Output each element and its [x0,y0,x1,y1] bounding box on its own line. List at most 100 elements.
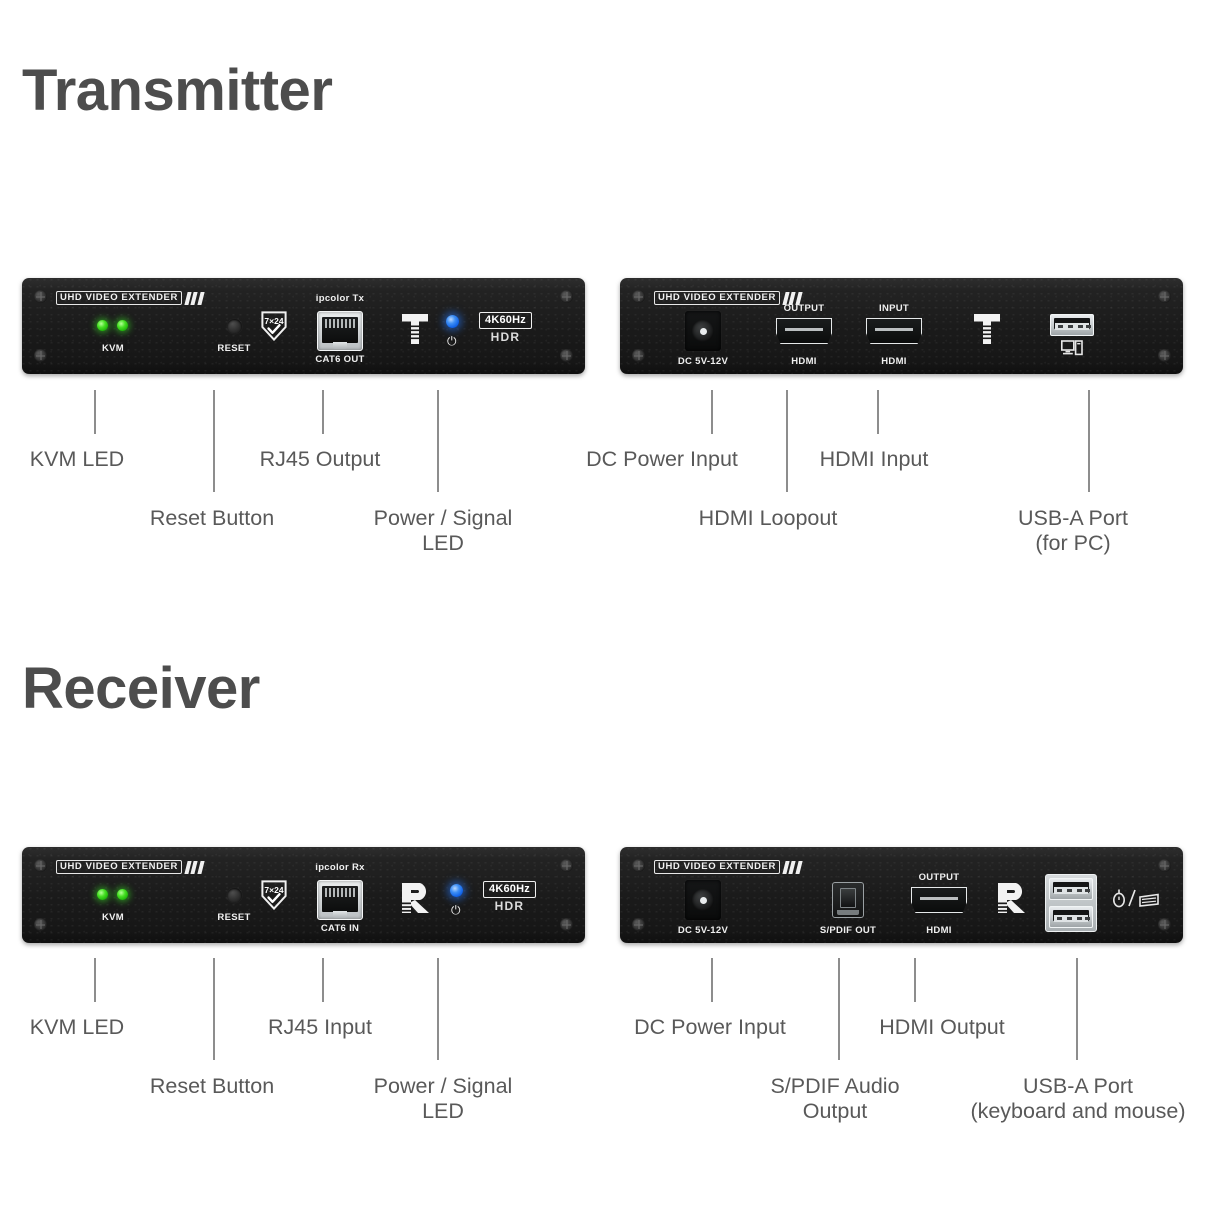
callout-reset-button: Reset Button [150,1074,274,1099]
dc-power-label: DC 5V-12V [677,356,729,367]
rj45-port[interactable] [317,311,363,351]
screw-icon [1158,918,1171,931]
resolution-badge-hdr: HDR [494,898,525,913]
callout-reset-button: Reset Button [150,506,274,531]
callout-text-line2: LED [422,531,464,556]
seven-by-twentyfour-shield-icon: 7×24 [261,311,287,342]
hdmi-output-top-label: OUTPUT [783,303,825,314]
callout-power-signal-led: Power / Signal LED [374,1074,513,1125]
brand-logo: UHD VIDEO EXTENDER [56,860,205,874]
screw-icon [34,859,47,872]
brand-bars-icon [184,291,205,305]
kvm-led-1 [97,320,108,331]
usb-a-port-upper[interactable] [1049,878,1093,900]
rj45-bottom-label: CAT6 IN [320,923,360,934]
callout-text: HDMI Loopout [698,506,838,530]
callout-power-signal-led: Power / Signal LED [374,506,513,557]
transmitter-t-logo-icon [402,314,428,349]
callout-hdmi-input: HDMI Input [820,447,929,472]
rj45-top-label: ipcolor Rx [315,862,365,873]
brand-logo: UHD VIDEO EXTENDER [654,291,803,305]
brand-logo: UHD VIDEO EXTENDER [56,291,205,305]
rj45-top-label: ipcolor Tx [315,293,365,304]
receiver-rear-panel: UHD VIDEO EXTENDER DC 5V-12V S/PDIF OUT … [620,847,1183,943]
leader-line [711,958,713,1002]
screw-icon [1158,349,1171,362]
dc-power-jack[interactable] [685,311,721,351]
callout-hdmi-loopout: HDMI Loopout [699,506,838,531]
leader-line [94,958,96,1002]
power-signal-led [446,315,459,328]
transmitter-front-panel: UHD VIDEO EXTENDER KVM RESET 7×24 ipcolo… [22,278,585,374]
dc-power-jack[interactable] [685,880,721,920]
seven-by-twentyfour-shield-icon: 7×24 [261,880,287,911]
leader-line [838,958,840,1060]
receiver-r-logo-icon [998,883,1026,918]
brand-name: UHD VIDEO EXTENDER [654,860,780,874]
hdmi-input-port[interactable] [866,318,922,344]
callout-text-line2: Output [802,1099,868,1124]
screw-icon [34,918,47,931]
callout-rj45-input: RJ45 Input [268,1015,372,1040]
usb-a-port-lower[interactable] [1049,906,1093,928]
callout-dc-power-input: DC Power Input [634,1015,786,1040]
kvm-led-label: KVM [101,343,124,354]
callout-text: KVM LED [29,1015,125,1039]
rj45-port[interactable] [317,880,363,920]
leader-line [322,958,324,1002]
usb-a-port-stack[interactable] [1045,874,1097,932]
callout-text: USB-A Port [1023,1074,1133,1098]
rj45-bottom-label: CAT6 OUT [315,354,365,365]
transmitter-t-logo-icon [974,314,1000,349]
kvm-led-2 [117,889,128,900]
spdif-label: S/PDIF OUT [819,925,877,936]
callout-rj45-output: RJ45 Output [260,447,381,472]
resolution-badge: 4K60Hz HDR [483,881,536,912]
leader-line [786,390,788,492]
screw-icon [1158,859,1171,872]
svg-text:7×24: 7×24 [264,316,283,326]
leader-line [711,390,713,434]
screw-icon [632,290,645,303]
reset-button[interactable] [227,319,242,334]
callout-text: KVM LED [29,447,125,471]
pc-monitor-icon [1061,340,1083,361]
svg-text:7×24: 7×24 [264,885,283,895]
hdmi-output-bottom-label: HDMI [791,356,817,367]
mouse-keyboard-icon [1112,888,1160,913]
callout-spdif-audio-output: S/PDIF Audio Output [770,1074,899,1125]
reset-button[interactable] [227,888,242,903]
leader-line [213,958,215,1060]
leader-line [94,390,96,434]
resolution-badge-hdr: HDR [490,329,521,344]
brand-name: UHD VIDEO EXTENDER [56,860,182,874]
leader-line [1076,958,1078,1060]
leader-line [877,390,879,434]
reset-button-label: RESET [217,343,251,354]
callout-usb-a-port: USB-A Port (keyboard and mouse) [970,1074,1185,1125]
spdif-optical-port[interactable] [832,882,864,918]
callout-text: DC Power Input [586,447,738,471]
callout-text-line2: LED [422,1099,464,1124]
callout-text: S/PDIF Audio [770,1074,900,1098]
screw-icon [560,918,573,931]
resolution-badge-top: 4K60Hz [479,312,532,329]
callout-text-line2: (keyboard and mouse) [970,1099,1186,1124]
hdmi-output-port[interactable] [911,887,967,913]
hdmi-input-bottom-label: HDMI [881,356,907,367]
callout-text: HDMI Output [879,1015,1005,1039]
callout-text: Power / Signal [373,1074,513,1098]
leader-line [213,390,215,492]
brand-bars-icon [184,860,205,874]
screw-icon [560,349,573,362]
power-signal-led [450,884,463,897]
hdmi-output-port[interactable] [776,318,832,344]
callout-text: USB-A Port [1018,506,1128,530]
resolution-badge-top: 4K60Hz [483,881,536,898]
kvm-led-2 [117,320,128,331]
page-title-receiver: Receiver [22,656,260,721]
brand-name: UHD VIDEO EXTENDER [56,291,182,305]
receiver-r-logo-icon [402,883,430,918]
usb-a-port[interactable] [1050,314,1094,336]
screw-icon [560,290,573,303]
